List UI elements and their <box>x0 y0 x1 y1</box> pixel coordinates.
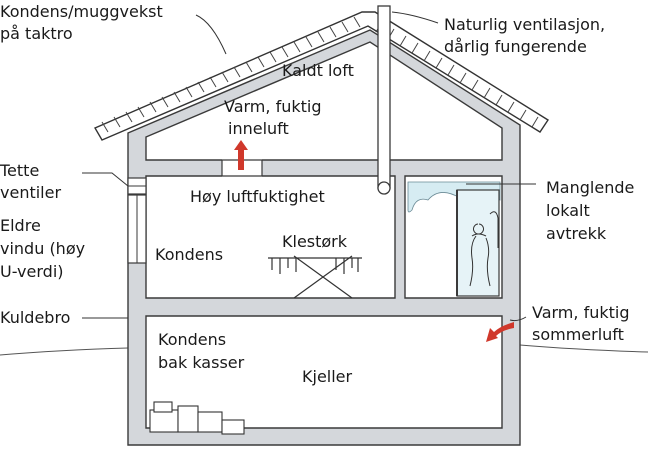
sealed-vent <box>127 177 147 195</box>
label-eldre-vindu-1: Eldre <box>0 216 41 235</box>
ground-line <box>0 344 648 356</box>
label-eldre-vindu-2: vindu (høy <box>0 239 85 258</box>
label-kjeller: Kjeller <box>302 367 353 386</box>
stored-boxes <box>149 401 245 435</box>
label-eldre-vindu-3: U-verdi) <box>0 262 64 281</box>
roof-tiles <box>93 11 549 141</box>
label-kondens-bak-kasser-2: bak kasser <box>158 353 245 372</box>
label-manglende-avtrekk-1: Manglende <box>546 178 634 197</box>
label-naturlig-ventilasjon-2: dårlig fungerende <box>444 37 587 56</box>
summer-air-arrow <box>486 322 514 342</box>
label-hoy-luftfuktighet: Høy luftfuktighet <box>190 187 325 206</box>
house-walls <box>127 29 521 446</box>
label-kondens: Kondens <box>155 245 223 264</box>
label-kuldebro: Kuldebro <box>0 308 70 327</box>
label-kaldt-loft: Kaldt loft <box>282 61 354 80</box>
label-klestork: Klestørk <box>282 232 348 251</box>
label-tette-ventiler-1: Tette <box>0 161 39 180</box>
old-window <box>127 194 147 264</box>
leader-lines <box>82 11 536 322</box>
label-kondens-bak-kasser-1: Kondens <box>158 330 226 349</box>
vent-pipe <box>377 5 391 195</box>
label-varm-fuktig-inneluft-1: Varm, fuktig <box>224 97 321 116</box>
label-varm-fuktig-inneluft-2: inneluft <box>228 119 289 138</box>
label-manglende-avtrekk-2: lokalt <box>546 201 590 220</box>
label-varm-sommerluft-2: sommerluft <box>532 325 624 344</box>
label-kondens-muggvekst-2: på taktro <box>0 24 73 43</box>
label-manglende-avtrekk-3: avtrekk <box>546 224 607 243</box>
label-tette-ventiler-2: ventiler <box>0 183 61 202</box>
drying-rack <box>268 255 362 299</box>
label-naturlig-ventilasjon-1: Naturlig ventilasjon, <box>444 15 605 34</box>
shower-cabin <box>456 189 500 297</box>
warm-air-arrow <box>234 140 248 170</box>
label-kondens-muggvekst-1: Kondens/muggvekst <box>0 2 163 21</box>
label-varm-sommerluft-1: Varm, fuktig <box>532 303 629 322</box>
